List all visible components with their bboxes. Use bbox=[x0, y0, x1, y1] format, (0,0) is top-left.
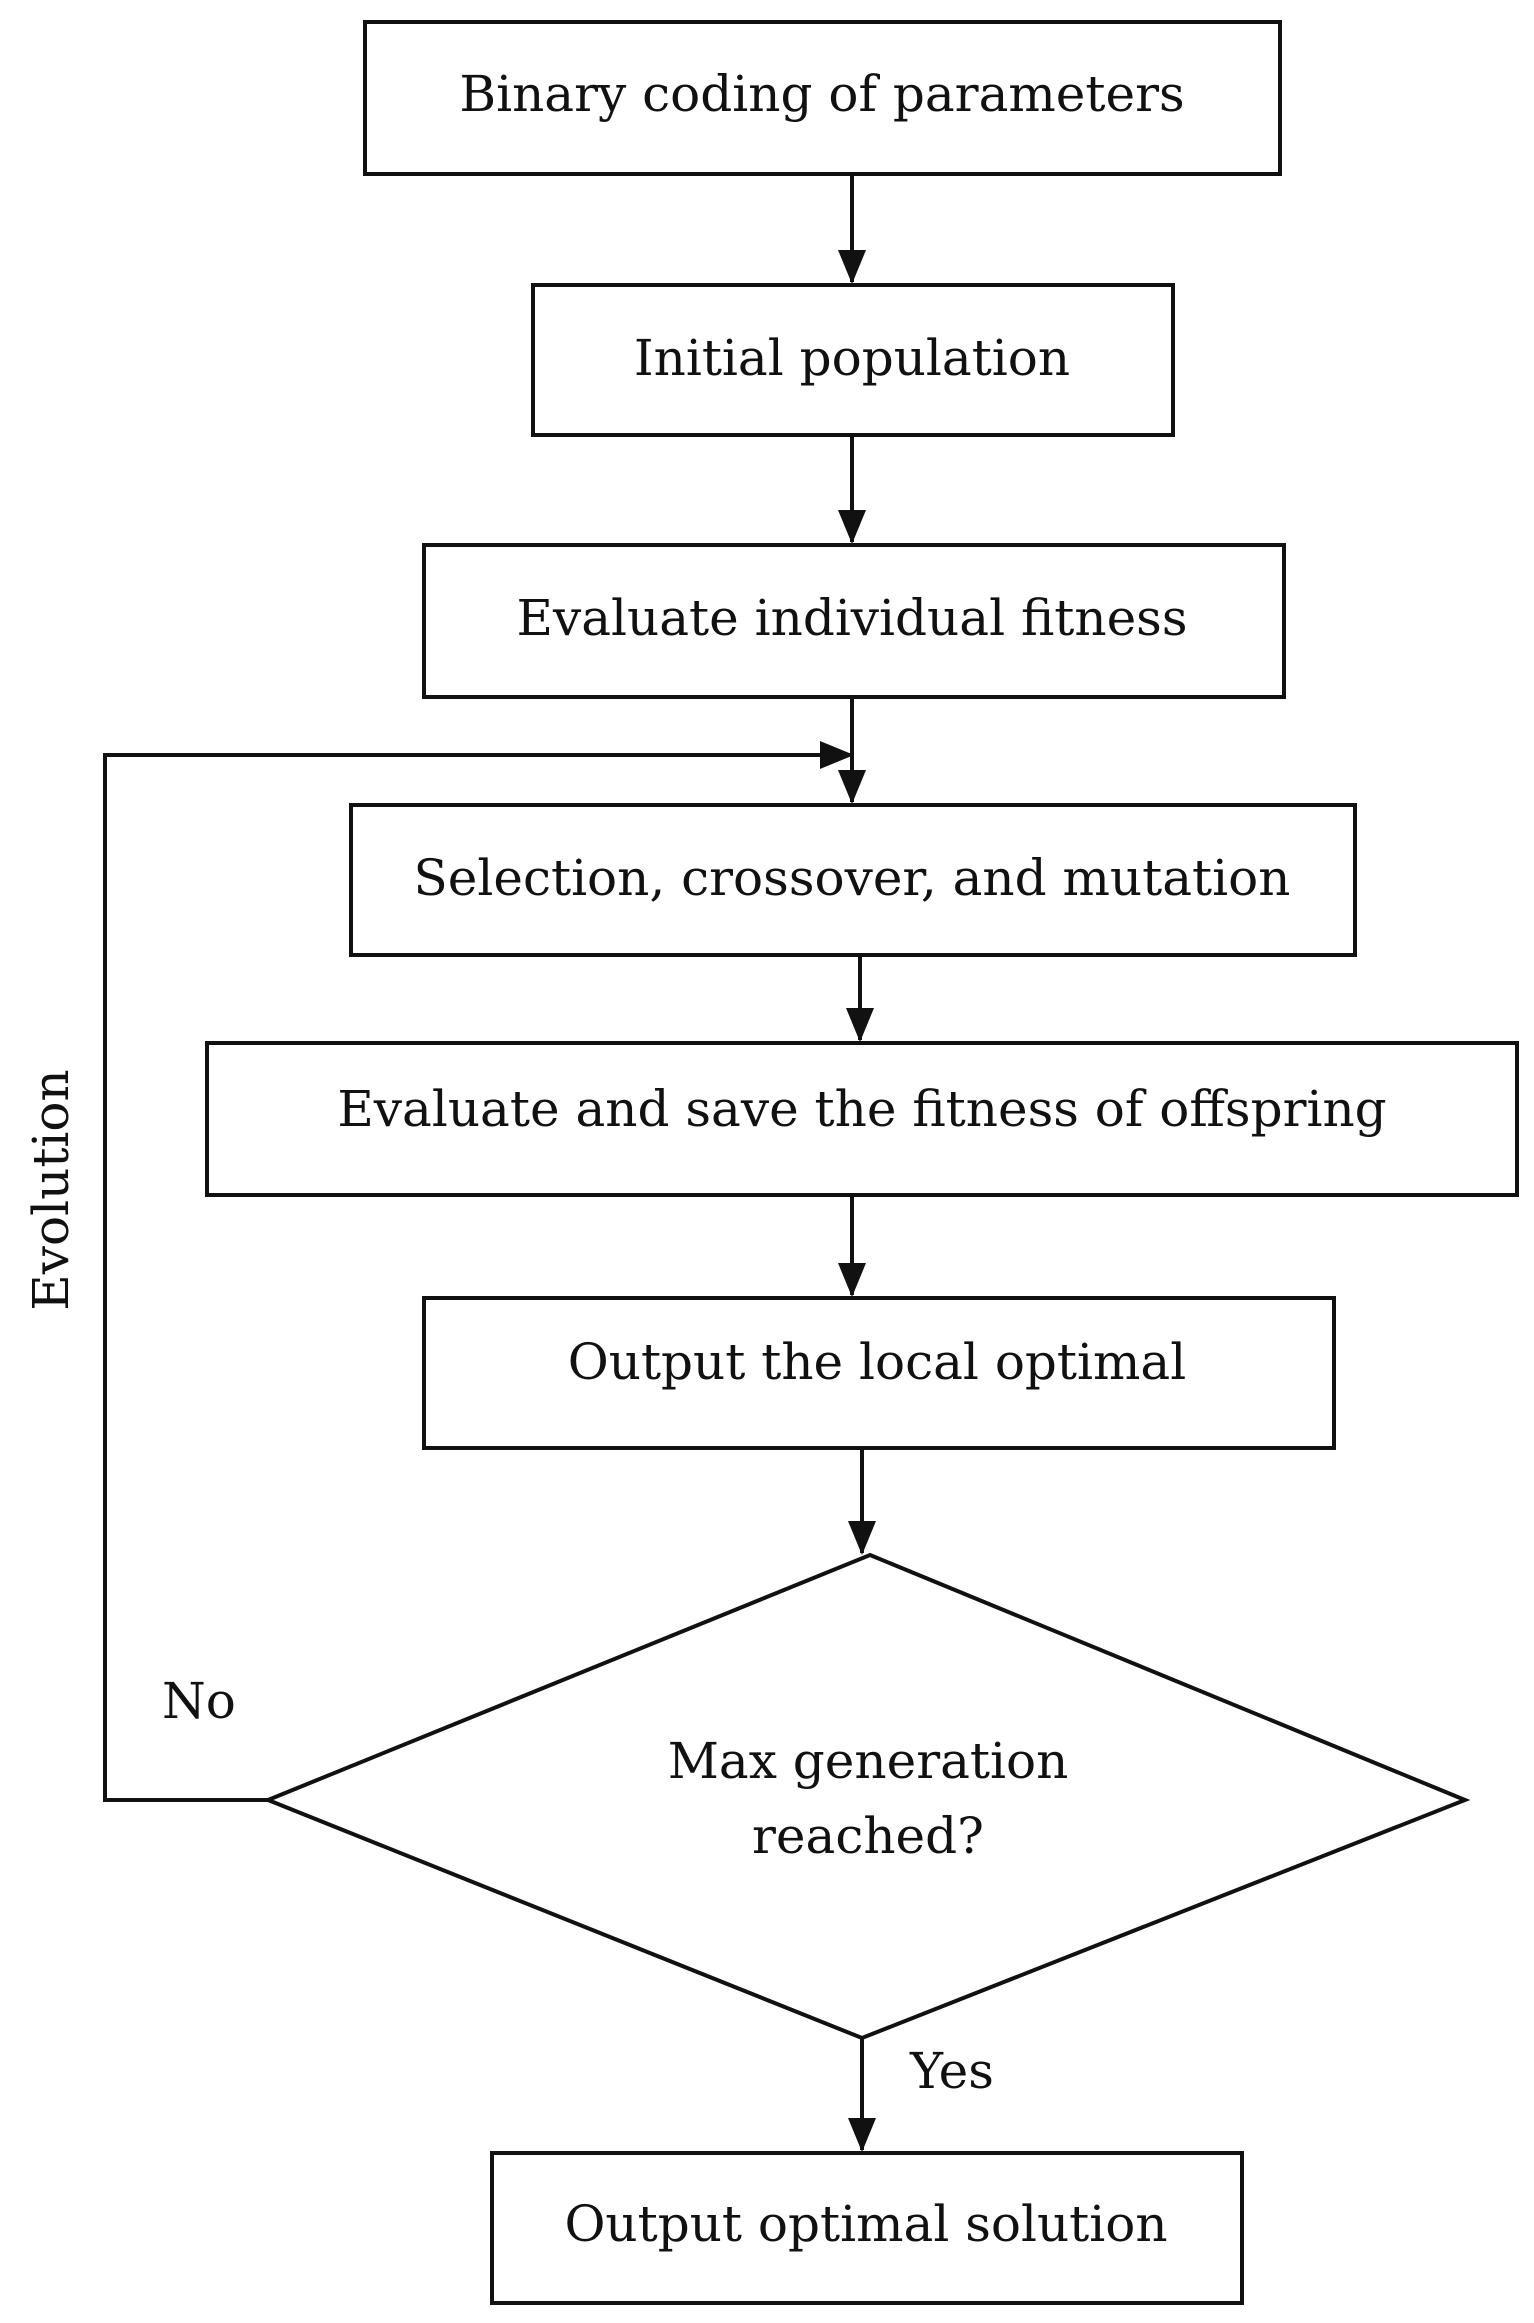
decision-yes-label: Yes bbox=[909, 2042, 994, 2100]
step-binary-coding-label: Binary coding of parameters bbox=[459, 65, 1184, 123]
decision-label-line1: Max generation bbox=[668, 1732, 1069, 1790]
step-output-local: Output the local optimal bbox=[422, 1296, 1336, 1450]
step-output-local-box bbox=[422, 1296, 1336, 1450]
step-selection-label: Selection, crossover, and mutation bbox=[414, 849, 1291, 907]
step-initial-population-box bbox=[531, 283, 1175, 437]
decision-max-generation: Max generation reached? bbox=[262, 1552, 1471, 2041]
step-binary-coding-box bbox=[363, 20, 1282, 176]
step-evaluate-fitness: Evaluate individual fitness bbox=[422, 543, 1286, 699]
step-evaluate-fitness-label: Evaluate individual fitness bbox=[516, 589, 1187, 647]
decision-diamond bbox=[262, 1552, 1471, 2041]
step-evaluate-offspring-label: Evaluate and save the fitness of offspri… bbox=[337, 1080, 1386, 1138]
step-evaluate-offspring: Evaluate and save the fitness of offspri… bbox=[205, 1041, 1519, 1197]
step-output-optimal-label: Output optimal solution bbox=[564, 2195, 1167, 2253]
step-selection-box bbox=[349, 803, 1357, 957]
step-output-optimal-box bbox=[490, 2151, 1244, 2305]
step-initial-population: Initial population bbox=[531, 283, 1175, 437]
loop-no-path bbox=[103, 741, 854, 1802]
step-output-local-label: Output the local optimal bbox=[568, 1333, 1186, 1391]
step-evaluate-fitness-box bbox=[422, 543, 1286, 699]
step-output-optimal: Output optimal solution bbox=[490, 2151, 1244, 2305]
decision-label-line2: reached? bbox=[752, 1807, 984, 1865]
step-binary-coding: Binary coding of parameters bbox=[363, 20, 1282, 176]
step-initial-population-label: Initial population bbox=[634, 329, 1070, 387]
decision-no-label: No bbox=[162, 1672, 236, 1730]
step-selection: Selection, crossover, and mutation bbox=[349, 803, 1357, 957]
loop-evolution-label: Evolution bbox=[22, 1069, 80, 1310]
step-evaluate-offspring-box bbox=[205, 1041, 1519, 1197]
